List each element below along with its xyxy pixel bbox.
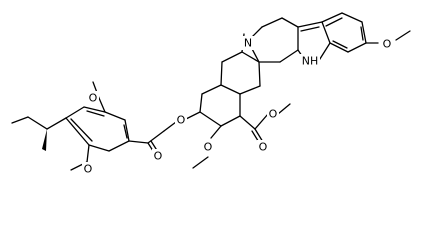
svg-text:O: O [204,141,213,154]
atom-o-ester-link: O [175,113,187,127]
methyl-wedge [42,129,47,151]
atom-labels: O O O O O O O [82,36,394,176]
atom-o-methoxy-bottom-left: O [82,162,94,176]
svg-text:O: O [89,92,98,105]
svg-text:O: O [177,114,186,127]
chemical-structure-diagram: O O O O O O O [11,12,411,176]
atom-o-carbonyl-benzoate: O [152,149,164,163]
atom-o-methoxy-top-left: O [87,91,99,105]
atom-o-methoxy-indole: O [380,37,394,51]
svg-text:O: O [84,163,93,176]
svg-text:N: N [244,37,252,50]
bonds [11,12,411,171]
svg-text:NH: NH [302,55,319,68]
atom-o-carbonyl-ester: O [257,140,269,154]
atom-o-ester-methyl: O [267,107,279,121]
atom-nh-indole: NH [300,54,320,68]
svg-text:O: O [269,108,278,121]
svg-text:O: O [259,141,268,154]
svg-text:O: O [154,150,163,163]
svg-text:O: O [383,38,392,51]
atom-n-bridgehead: N [241,36,255,50]
atom-o-methoxy-ring: O [202,140,214,154]
